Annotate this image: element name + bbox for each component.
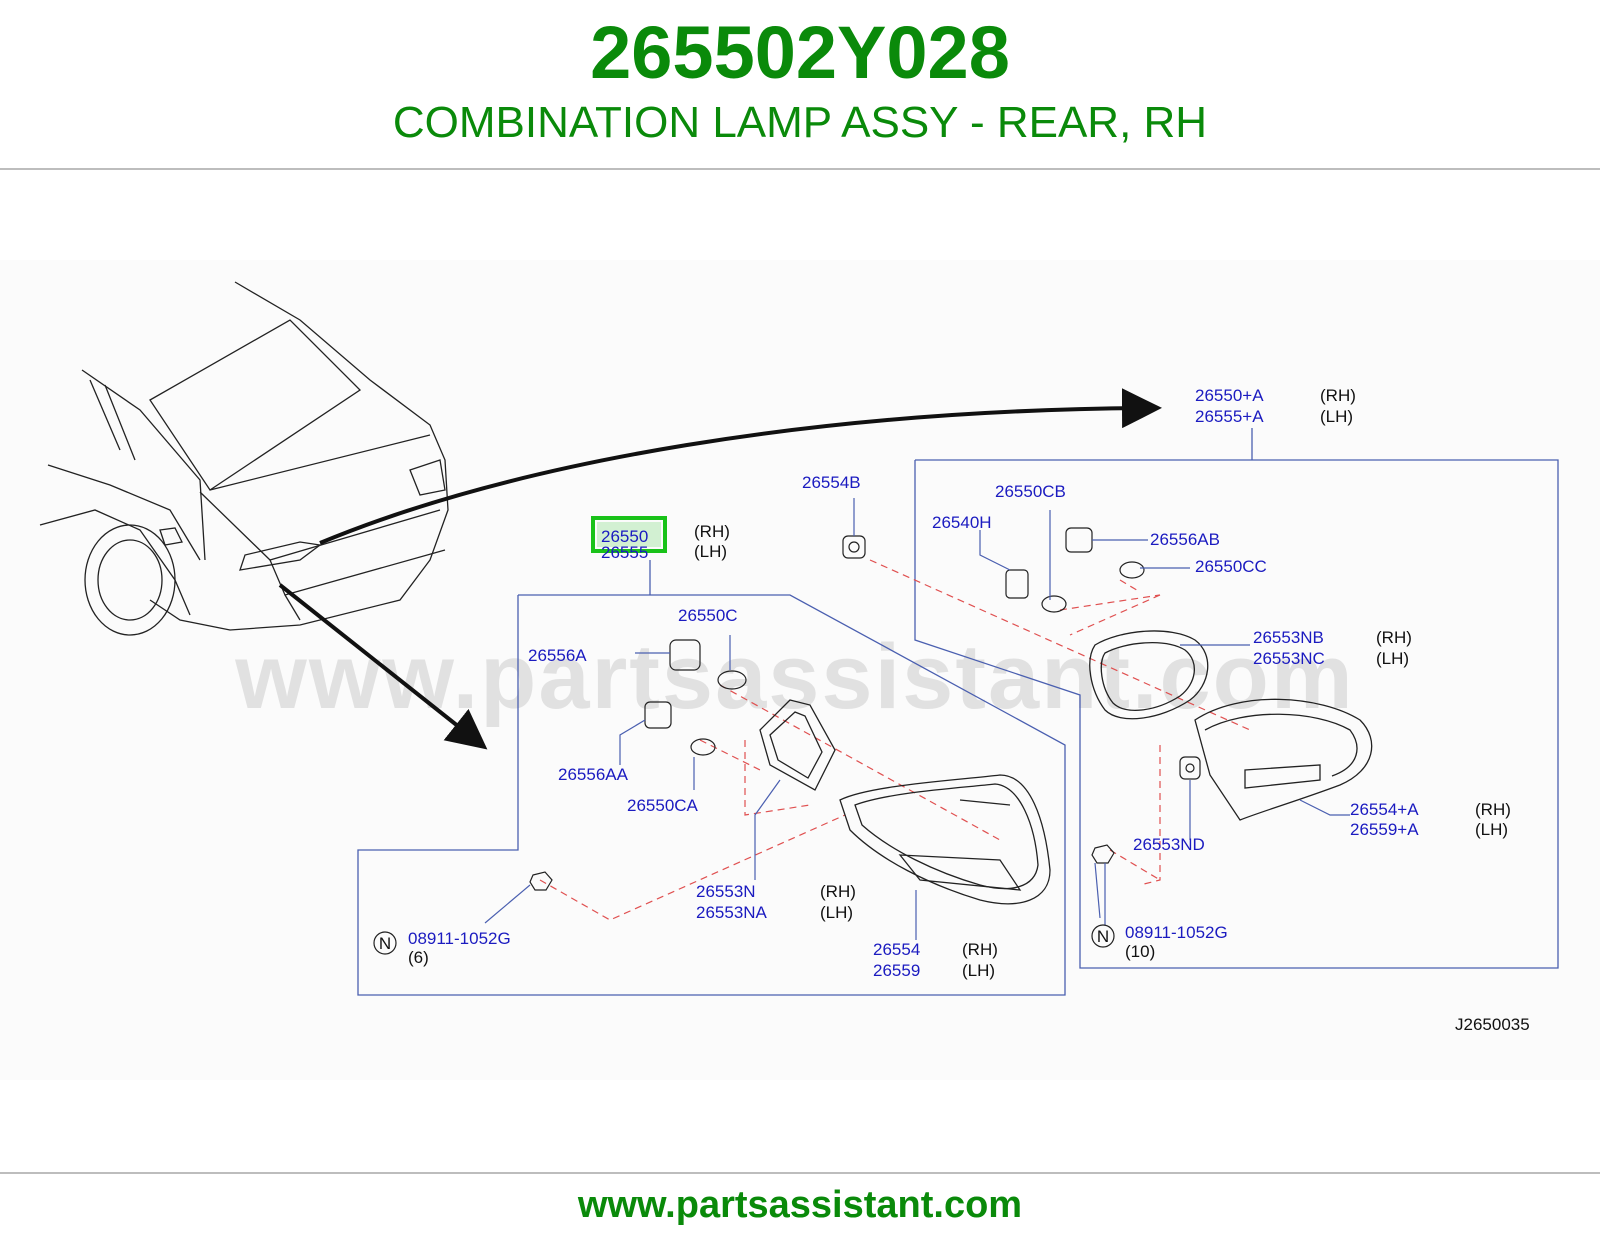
footer-url[interactable]: www.partsassistant.com <box>577 1184 1023 1226</box>
side-label-rh: (RH) <box>1475 800 1511 819</box>
n-mark-text: N <box>379 934 391 953</box>
arrow-to-inner-assy <box>319 388 1162 545</box>
n-mark-circle <box>373 931 397 955</box>
callout-nut-left[interactable]: 08911-1052G <box>408 929 511 948</box>
assembly-dash-lines <box>539 559 1251 921</box>
arrow-to-outer-assy <box>278 583 488 750</box>
highlight-fill <box>597 522 661 547</box>
callout-26554a[interactable]: 26554+A <box>1350 800 1419 819</box>
callout-26550c[interactable]: 26550C <box>678 606 738 625</box>
callout-26556aa[interactable]: 26556AA <box>558 765 629 784</box>
outer-assy-frame <box>357 594 1066 996</box>
side-label-lh: (LH) <box>1320 407 1353 426</box>
side-label-lh: (LH) <box>962 961 995 980</box>
callout-26555a[interactable]: 26555+A <box>1195 407 1264 426</box>
leader-lines <box>484 498 1350 940</box>
inner-assy-frame <box>914 459 1559 969</box>
callout-26550cb[interactable]: 26550CB <box>995 482 1066 501</box>
callout-26553nb[interactable]: 26553NB <box>1253 628 1324 647</box>
car-rear-illustration <box>39 281 449 636</box>
callout-26550a[interactable]: 26550+A <box>1195 386 1264 405</box>
diagram-reference-code: J2650035 <box>1455 1015 1530 1034</box>
page-header: 265502Y028 COMBINATION LAMP ASSY - REAR,… <box>0 0 1600 168</box>
callout-26556a[interactable]: 26556A <box>528 646 587 665</box>
callout-nut-right[interactable]: 08911-1052G <box>1125 923 1228 942</box>
nut-left-qty: (6) <box>408 948 429 967</box>
side-label-lh: (LH) <box>694 542 727 561</box>
callout-26553n[interactable]: 26553N <box>696 882 756 901</box>
callout-26550-highlighted[interactable]: 26550 <box>601 527 648 546</box>
side-label-rh: (RH) <box>1320 386 1356 405</box>
callout-26553nd[interactable]: 26553ND <box>1133 835 1205 854</box>
n-mark-circle <box>1091 924 1115 948</box>
callout-26554[interactable]: 26554 <box>873 940 920 959</box>
inner-lamp-lens <box>1194 698 1373 821</box>
parts-diagram: www.partsassistant.com <box>0 260 1600 1080</box>
callout-26556ab[interactable]: 26556AB <box>1150 530 1220 549</box>
side-label-rh: (RH) <box>820 882 856 901</box>
nut-right-qty: (10) <box>1125 942 1155 961</box>
callout-26550cc[interactable]: 26550CC <box>1195 557 1267 576</box>
side-label-lh: (LH) <box>1475 820 1508 839</box>
callout-26540h[interactable]: 26540H <box>932 513 992 532</box>
callout-26550ca[interactable]: 26550CA <box>627 796 699 815</box>
callout-26559a[interactable]: 26559+A <box>1350 820 1419 839</box>
part-number-title: 265502Y028 <box>590 11 1010 94</box>
side-label-lh: (LH) <box>820 903 853 922</box>
callout-26555[interactable]: 26555 <box>601 543 648 562</box>
outer-lamp-lens <box>839 774 1051 905</box>
side-label-rh: (RH) <box>962 940 998 959</box>
side-label-rh: (RH) <box>694 522 730 541</box>
callout-26553nc[interactable]: 26553NC <box>1253 649 1325 668</box>
part-name-subtitle: COMBINATION LAMP ASSY - REAR, RH <box>392 98 1208 147</box>
footer-divider <box>0 1172 1600 1174</box>
header-divider <box>0 168 1600 170</box>
callout-26554b[interactable]: 26554B <box>802 473 861 492</box>
n-mark-text: N <box>1097 927 1109 946</box>
socket-and-bulb-parts <box>529 527 1201 891</box>
inner-gasket <box>1089 630 1209 720</box>
outer-gasket <box>759 699 836 791</box>
callout-26553na[interactable]: 26553NA <box>696 903 768 922</box>
callout-26559[interactable]: 26559 <box>873 961 920 980</box>
highlight-box <box>591 516 667 553</box>
exploded-view-svg: www.partsassistant.com <box>39 281 1559 1034</box>
side-label-lh: (LH) <box>1376 649 1409 668</box>
side-label-rh: (RH) <box>1376 628 1412 647</box>
